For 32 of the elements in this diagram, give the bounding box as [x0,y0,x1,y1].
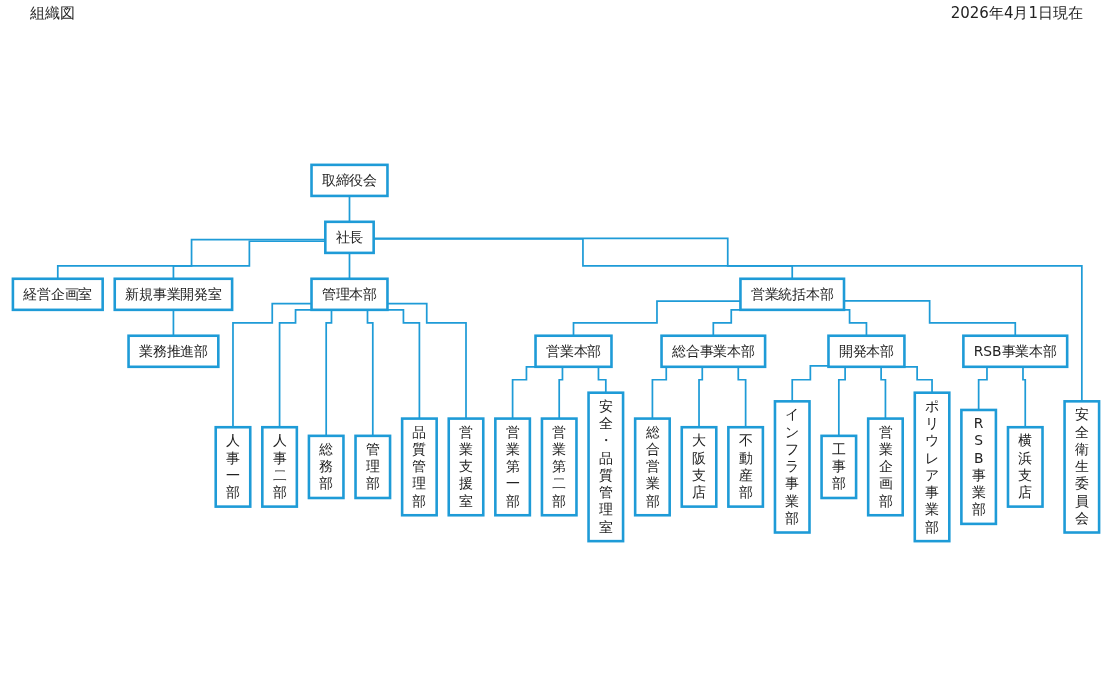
node-box: 横浜支店 [1006,425,1044,508]
node-box: 営業第一部 [493,417,531,517]
node-box: 工事部 [819,434,857,500]
date-note: 2026年4月1日現在 [950,4,1083,22]
node-box: 総合事業本部 [659,334,766,369]
node-box: 人事一部 [213,425,252,508]
node-box: 営業第二部 [540,417,578,517]
node-box: 営業統括本部 [738,277,845,312]
node-box: 安全衛生委員会 [1062,400,1100,534]
node-box: 総務部 [307,434,345,500]
node-box: 開発本部 [826,334,906,369]
node-box: 営業本部 [533,334,613,369]
node-box: 安全・品質管理室 [586,391,624,543]
node-box: 総合営業部 [633,417,671,517]
node-box: 取締役会 [309,163,389,198]
node-box: 不動産部 [726,425,764,508]
node-box: RSB事業本部 [961,334,1068,369]
node-box: 社長 [323,220,375,255]
node-box: RSB事業部 [959,408,997,526]
node-box: 大阪支店 [679,425,718,508]
node-box: インフラ事業部 [773,400,811,534]
node-box: 新規事業開発室 [112,277,233,312]
node-box: 品質管理部 [400,417,438,517]
node-box: 経営企画室 [11,277,104,312]
node-box: 業務推進部 [126,334,220,369]
node-box: 管理部 [353,434,391,500]
node-box: 営業支援室 [446,417,485,517]
node-box: 営業企画部 [866,417,904,517]
node-box: 管理本部 [309,277,389,312]
node-box: 人事二部 [260,425,298,508]
chart-title: 組織図 [30,4,75,24]
node-box: ポリウレア事業部 [913,391,951,543]
